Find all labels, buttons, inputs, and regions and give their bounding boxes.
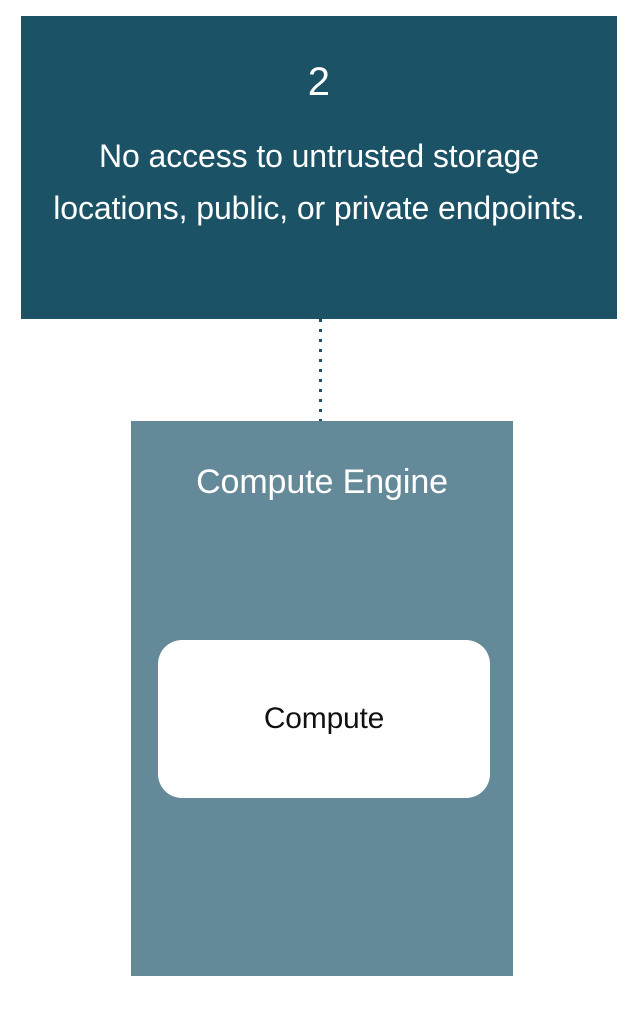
compute-engine-title: Compute Engine [196, 463, 448, 501]
compute-node-card: Compute [158, 640, 490, 798]
dotted-connector-line [319, 319, 322, 421]
compute-node-label: Compute [263, 702, 385, 735]
callout-step-number: 2 [307, 60, 331, 104]
callout-step-2: 2 No access to untrusted storage locatio… [21, 16, 617, 319]
callout-description-text: No access to untrusted storage locations… [53, 138, 585, 226]
compute-engine-container: Compute Engine Compute [131, 421, 513, 976]
